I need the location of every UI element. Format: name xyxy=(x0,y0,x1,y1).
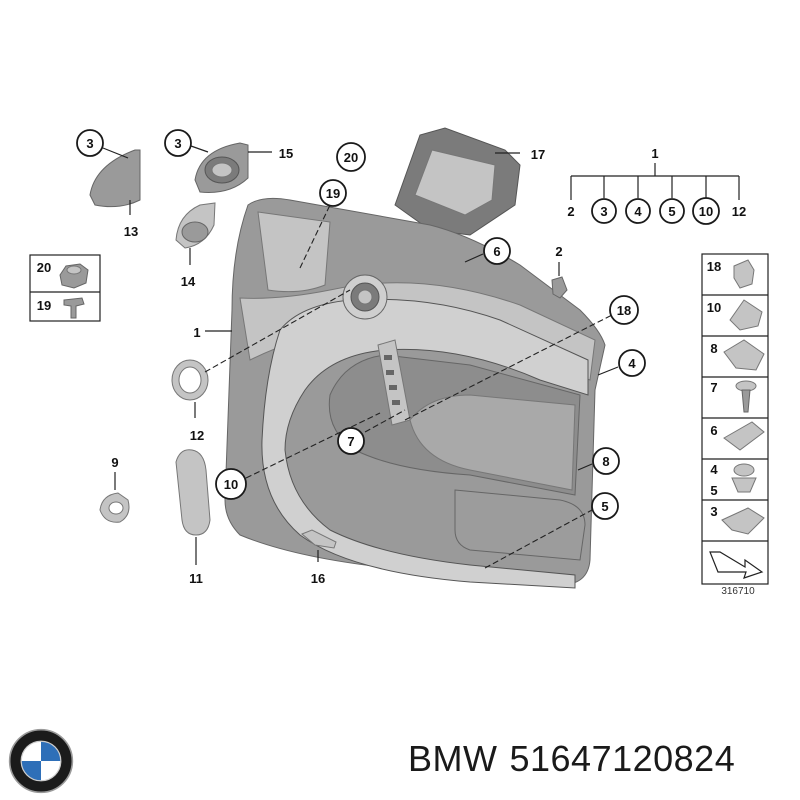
part-13-mirror-cover xyxy=(89,149,141,215)
svg-text:6: 6 xyxy=(710,423,717,438)
part-12-ring: 12 xyxy=(171,289,351,443)
svg-text:2: 2 xyxy=(555,244,562,259)
callout-3-b: 3 xyxy=(164,129,209,157)
svg-text:4: 4 xyxy=(710,462,718,477)
lead-8 xyxy=(577,463,593,471)
label-17: 17 xyxy=(531,147,545,162)
svg-text:3: 3 xyxy=(710,504,717,519)
callout-7: 7 xyxy=(337,427,365,455)
callout-5: 5 xyxy=(591,492,619,520)
left-parts-box: 20 19 xyxy=(29,254,101,322)
svg-text:4: 4 xyxy=(634,204,642,219)
door-trim-panel xyxy=(224,197,606,589)
svg-text:4: 4 xyxy=(628,356,636,371)
svg-text:5: 5 xyxy=(710,483,717,498)
diagram-id: 316710 xyxy=(721,586,755,597)
lead-5 xyxy=(484,509,593,569)
svg-text:18: 18 xyxy=(617,303,631,318)
svg-text:7: 7 xyxy=(347,434,354,449)
brand-name: BMW xyxy=(408,738,498,779)
svg-text:5: 5 xyxy=(601,499,608,514)
part-number: 51647120824 xyxy=(509,738,736,779)
svg-text:19: 19 xyxy=(37,298,51,313)
svg-text:8: 8 xyxy=(710,341,717,356)
assembly-tree-1: 1 2 3 4 5 10 12 xyxy=(567,146,746,225)
part-9-bezel: 9 xyxy=(99,455,130,523)
lead-7 xyxy=(364,409,406,433)
svg-text:10: 10 xyxy=(707,300,721,315)
label-13: 13 xyxy=(124,224,138,239)
part-11-armrest-pad: 11 xyxy=(175,449,211,586)
svg-text:8: 8 xyxy=(602,454,609,469)
svg-text:11: 11 xyxy=(189,571,203,586)
callout-3-a: 3 xyxy=(76,129,129,159)
callout-4: 4 xyxy=(618,349,646,377)
svg-text:3: 3 xyxy=(174,136,181,151)
footer-part-label: BMW 51647120824 xyxy=(408,738,747,780)
label-15: 15 xyxy=(279,146,293,161)
svg-text:1: 1 xyxy=(651,146,658,161)
svg-text:2: 2 xyxy=(567,204,574,219)
callout-18: 18 xyxy=(609,295,639,325)
svg-text:10: 10 xyxy=(699,204,713,219)
lead-19 xyxy=(299,204,331,269)
part-14-tweeter xyxy=(175,202,216,265)
part-15-speaker-housing xyxy=(194,142,272,193)
part-17-bracket xyxy=(394,127,521,236)
callout-20: 20 xyxy=(336,142,366,172)
part-2-fastener: 2 xyxy=(551,244,568,299)
svg-text:10: 10 xyxy=(224,477,238,492)
svg-text:3: 3 xyxy=(86,136,93,151)
callout-19: 19 xyxy=(319,179,347,207)
callout-6: 6 xyxy=(483,237,511,265)
svg-text:12: 12 xyxy=(732,204,746,219)
label-14: 14 xyxy=(181,274,196,289)
svg-text:20: 20 xyxy=(37,260,51,275)
bmw-logo xyxy=(8,728,74,794)
svg-text:7: 7 xyxy=(710,380,717,395)
callout-10: 10 xyxy=(215,468,247,500)
part-16-clip: 16 xyxy=(301,529,337,586)
lead-4 xyxy=(597,366,619,376)
lead-10 xyxy=(245,412,381,479)
svg-text:9: 9 xyxy=(111,455,118,470)
svg-text:6: 6 xyxy=(493,244,500,259)
svg-text:16: 16 xyxy=(311,571,325,586)
svg-text:19: 19 xyxy=(326,186,340,201)
fastener-column: 18 10 8 7 6 4 5 3 xyxy=(701,253,769,585)
svg-text:5: 5 xyxy=(668,204,675,219)
callout-8: 8 xyxy=(592,447,620,475)
svg-text:12: 12 xyxy=(190,428,204,443)
svg-text:3: 3 xyxy=(600,204,607,219)
svg-text:18: 18 xyxy=(707,259,721,274)
lead-6 xyxy=(464,253,484,263)
svg-text:20: 20 xyxy=(344,150,358,165)
label-1: 1 xyxy=(193,325,200,340)
lead-18 xyxy=(404,314,613,421)
